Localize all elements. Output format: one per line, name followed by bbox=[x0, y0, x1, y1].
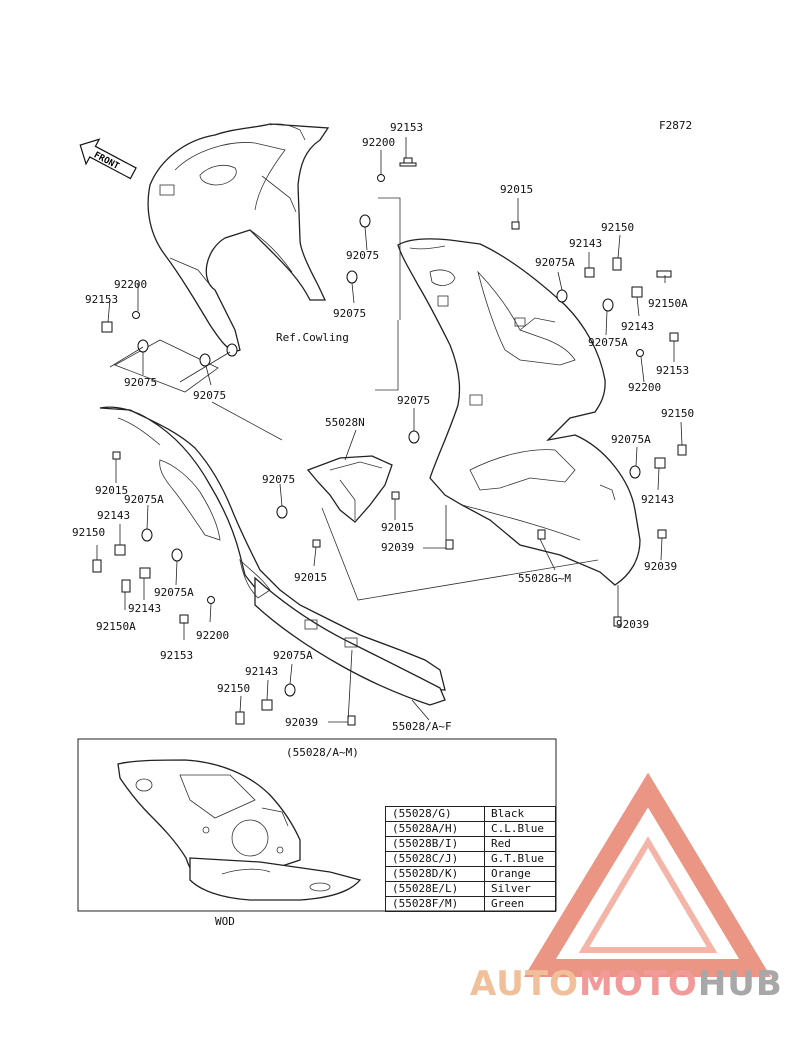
part-number-label: 92200 bbox=[196, 629, 229, 642]
part-code-cell: (55028C/J) bbox=[385, 851, 485, 867]
part-code-cell: (55028A/H) bbox=[385, 821, 485, 837]
part-number-label: 92200 bbox=[362, 136, 395, 149]
figure-code: F2872 bbox=[659, 119, 692, 132]
part-number-label: 92075 bbox=[193, 389, 226, 402]
part-number-label: 92075A bbox=[154, 586, 194, 599]
part-number-label: 92150A bbox=[96, 620, 136, 633]
inner-panel-55028n bbox=[306, 455, 393, 523]
part-number-label: 92015 bbox=[500, 183, 533, 196]
part-number-label: 92150 bbox=[661, 407, 694, 420]
part-number-label: 92143 bbox=[97, 509, 130, 522]
watermark-part-moto: MOTO bbox=[578, 964, 698, 1004]
color-name-cell: Silver bbox=[484, 881, 556, 897]
part-number-label: 92143 bbox=[641, 493, 674, 506]
part-number-label: 92075 bbox=[262, 473, 295, 486]
part-number-label: 92143 bbox=[569, 237, 602, 250]
inset-box: (55028/A~M) WOD bbox=[77, 738, 557, 928]
color-table-row: (55028E/L)Silver bbox=[385, 881, 556, 897]
part-code-cell: (55028F/M) bbox=[385, 896, 485, 912]
part-number-label: 92015 bbox=[95, 484, 128, 497]
part-code-cell: (55028D/K) bbox=[385, 866, 485, 882]
part-number-label: 92015 bbox=[294, 571, 327, 584]
part-code-cell: (55028E/L) bbox=[385, 881, 485, 897]
watermark-part-hub: HUB bbox=[697, 964, 783, 1004]
color-table-row: (55028C/J)G.T.Blue bbox=[385, 851, 556, 867]
part-number-label: 92075A bbox=[611, 433, 651, 446]
part-number-label: 92039 bbox=[616, 618, 649, 631]
leader-lines bbox=[96, 137, 683, 723]
color-table-row: (55028A/H)C.L.Blue bbox=[385, 821, 556, 837]
part-number-label: 92153 bbox=[160, 649, 193, 662]
part-number-label: 92075A bbox=[273, 649, 313, 662]
part-number-label: 92015 bbox=[381, 521, 414, 534]
part-number-label: 92075A bbox=[535, 256, 575, 269]
part-labels: 921539220092015921509214392075A92150A921… bbox=[72, 121, 694, 733]
part-number-label: 92039 bbox=[644, 560, 677, 573]
inset-caption: (55028/A~M) bbox=[286, 746, 359, 759]
part-number-label: 92039 bbox=[381, 541, 414, 554]
part-number-label: 92143 bbox=[621, 320, 654, 333]
color-table-row: (55028/G)Black bbox=[385, 806, 556, 822]
part-number-label: 92075 bbox=[397, 394, 430, 407]
part-code-cell: (55028B/I) bbox=[385, 836, 485, 852]
watermark-text: AUTOMOTOHUB bbox=[470, 964, 783, 1004]
part-number-label: 92150A bbox=[648, 297, 688, 310]
part-number-label: 92075 bbox=[346, 249, 379, 262]
color-name-cell: Green bbox=[484, 896, 556, 912]
inset-cowl-illustration bbox=[117, 759, 362, 901]
color-name-cell: G.T.Blue bbox=[484, 851, 556, 867]
part-number-label: 92150 bbox=[217, 682, 250, 695]
right-lower-cowl bbox=[397, 238, 641, 586]
part-number-label: 92153 bbox=[656, 364, 689, 377]
part-number-label: 92075 bbox=[124, 376, 157, 389]
color-table-row: (55028B/I)Red bbox=[385, 836, 556, 852]
part-number-label: 92143 bbox=[245, 665, 278, 678]
part-number-label: 92153 bbox=[85, 293, 118, 306]
part-number-label: 92200 bbox=[114, 278, 147, 291]
part-number-label: 55028/A~F bbox=[392, 720, 452, 733]
hardware-set bbox=[92, 157, 687, 726]
color-table-row: (55028F/M)Green bbox=[385, 896, 556, 912]
upper-cowling bbox=[147, 123, 330, 352]
color-table: (55028/G)Black(55028A/H)C.L.Blue(55028B/… bbox=[385, 806, 556, 912]
color-name-cell: C.L.Blue bbox=[484, 821, 556, 837]
part-number-label: 55028N bbox=[325, 416, 365, 429]
part-number-label: 92153 bbox=[390, 121, 423, 134]
color-name-cell: Red bbox=[484, 836, 556, 852]
left-lower-cowl bbox=[99, 406, 446, 706]
ref-cowling-label: Ref.Cowling bbox=[276, 331, 349, 344]
part-number-label: 92075 bbox=[333, 307, 366, 320]
inset-footer: WOD bbox=[215, 915, 235, 928]
part-number-label: 92075A bbox=[588, 336, 628, 349]
part-number-label: 55028G~M bbox=[518, 572, 571, 585]
watermark-part-auto: AUTO bbox=[470, 964, 579, 1004]
part-number-label: 92075A bbox=[124, 493, 164, 506]
color-table-row: (55028D/K)Orange bbox=[385, 866, 556, 882]
part-number-label: 92150 bbox=[601, 221, 634, 234]
part-number-label: 92039 bbox=[285, 716, 318, 729]
part-number-label: 92143 bbox=[128, 602, 161, 615]
color-name-cell: Black bbox=[484, 806, 556, 822]
part-number-label: 92200 bbox=[628, 381, 661, 394]
part-code-cell: (55028/G) bbox=[385, 806, 485, 822]
front-arrow-icon: FRONT bbox=[79, 138, 137, 180]
color-name-cell: Orange bbox=[484, 866, 556, 882]
part-number-label: 92150 bbox=[72, 526, 105, 539]
watermark-logo-icon bbox=[524, 772, 771, 977]
